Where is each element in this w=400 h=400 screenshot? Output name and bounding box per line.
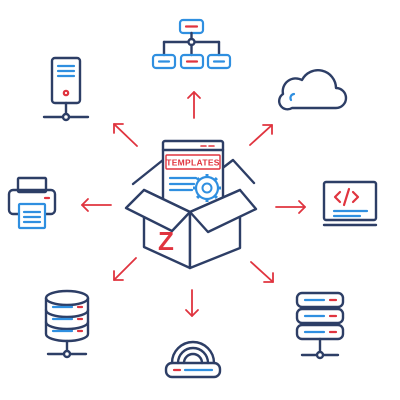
printer-icon [7, 176, 57, 230]
router-icon [164, 340, 222, 379]
gear-icon [193, 174, 221, 202]
arrow-up [187, 91, 201, 119]
arrow-down-left [113, 257, 137, 281]
arrow-up-right [249, 124, 273, 146]
arrow-down-right [250, 261, 274, 283]
arrows [81, 91, 306, 317]
hierarchy-icon [151, 18, 232, 70]
box-logo: Z [158, 226, 174, 256]
server-rack-icon [295, 291, 345, 360]
arrow-down [185, 289, 199, 317]
arrow-left [81, 198, 112, 212]
desktop-tower-icon [42, 56, 90, 122]
database-icon [44, 289, 90, 359]
cloud-icon [278, 69, 348, 111]
code-window-icon [322, 180, 378, 227]
templates-box: TEMPLATES Z [124, 139, 258, 270]
arrow-up-left [113, 123, 138, 147]
arrow-right [275, 200, 306, 214]
templates-document: TEMPLATES [161, 139, 225, 225]
templates-label: TEMPLATES [166, 158, 220, 168]
